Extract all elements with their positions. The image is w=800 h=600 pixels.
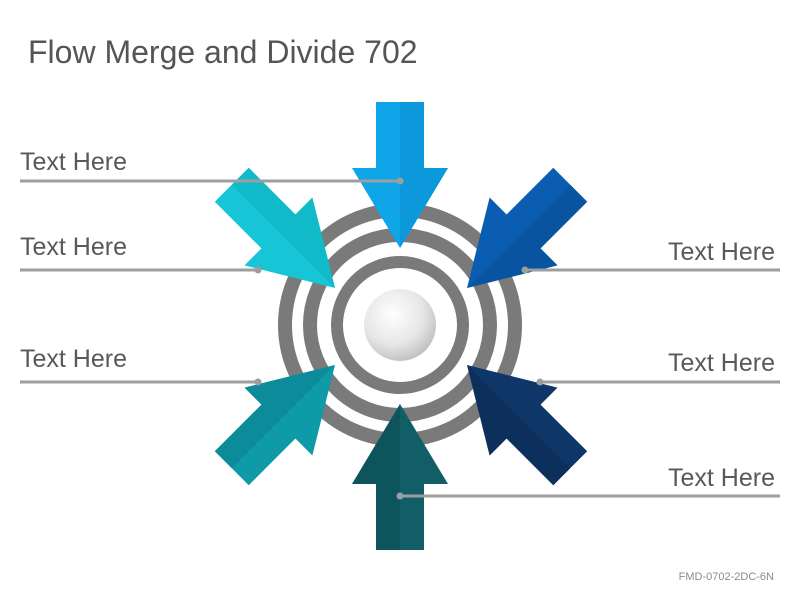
arrow-upper-right bbox=[467, 167, 588, 288]
label-lower-right: Text Here bbox=[668, 464, 775, 492]
leader-dot-lower-right bbox=[396, 492, 404, 500]
center-hub bbox=[364, 289, 436, 361]
leader-dot-lower-left bbox=[254, 378, 262, 386]
label-upper-right: Text Here bbox=[668, 238, 775, 266]
arrow-bottom bbox=[352, 404, 448, 550]
arrow-lower-right bbox=[467, 365, 588, 486]
leader-lines bbox=[20, 177, 780, 500]
leader-dot-middle-right bbox=[536, 378, 544, 386]
arrow-top bbox=[352, 102, 448, 248]
leader-dot-top-left bbox=[396, 177, 404, 185]
arrow-lower-left bbox=[214, 365, 335, 486]
page-title: Flow Merge and Divide 702 bbox=[28, 34, 418, 70]
footer-code: FMD-0702-2DC-6N bbox=[678, 571, 774, 583]
ring-inner bbox=[331, 256, 469, 394]
label-middle-left: Text Here bbox=[20, 233, 127, 261]
leader-dot-middle-left bbox=[254, 266, 262, 274]
arrow-upper-left bbox=[214, 167, 335, 288]
label-lower-left: Text Here bbox=[20, 345, 127, 373]
label-top-left: Text Here bbox=[20, 148, 127, 176]
label-middle-right: Text Here bbox=[668, 349, 775, 377]
leader-dot-upper-right bbox=[521, 266, 529, 274]
